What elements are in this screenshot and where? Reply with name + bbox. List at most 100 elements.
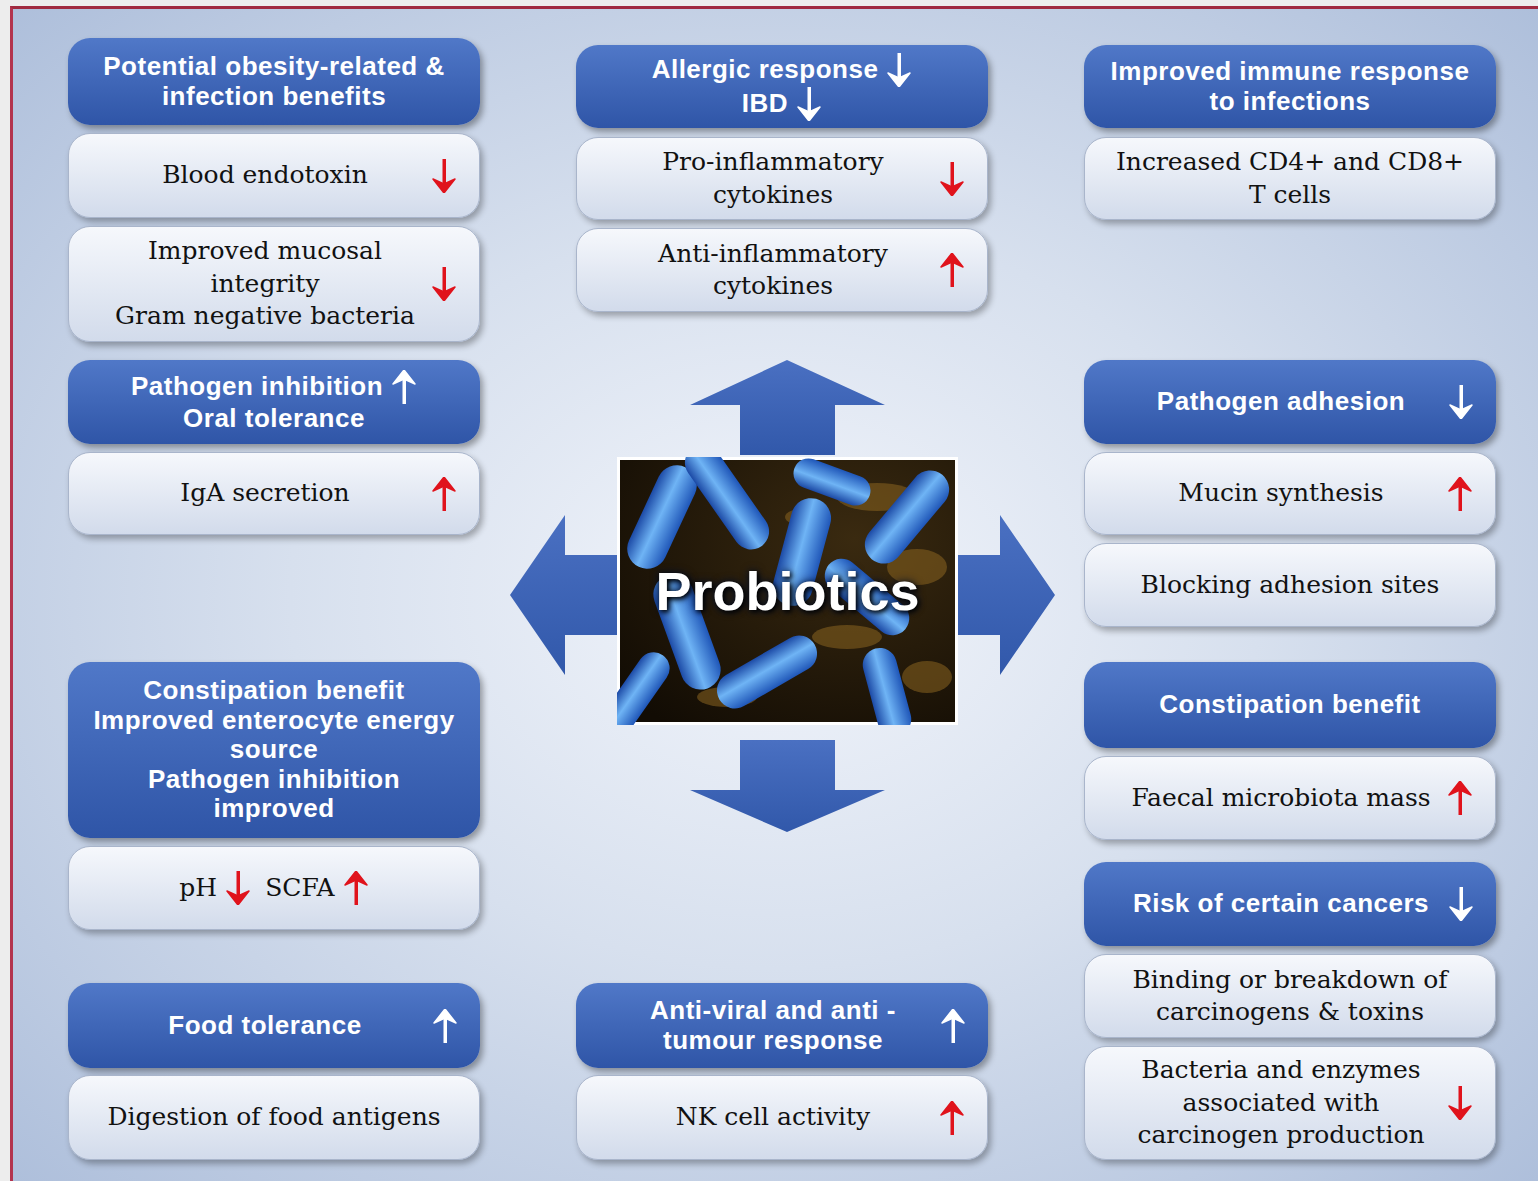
box-text: Anti-viral and anti -tumour response bbox=[616, 996, 930, 1055]
heading-box: Improved immune response to infections bbox=[1084, 45, 1496, 128]
text-group: Blocking adhesion sites bbox=[1105, 569, 1475, 602]
up-arrow bbox=[690, 360, 885, 455]
text-line: Faecal microbiota mass bbox=[1131, 782, 1430, 815]
box-text: Mucin synthesis bbox=[1178, 477, 1383, 510]
box-text: Pro-inflammatory cytokines bbox=[617, 146, 929, 211]
detail-box: Blocking adhesion sites bbox=[1084, 543, 1496, 627]
box-text: Binding or breakdown of carcinogens & to… bbox=[1105, 964, 1475, 1029]
text-group: Risk of certain cancers bbox=[1124, 889, 1438, 919]
text-group: Faecal microbiota mass bbox=[1125, 782, 1437, 815]
text-line: IgA secretion bbox=[180, 477, 349, 510]
box-text: IBD bbox=[742, 89, 788, 119]
text-group: pHSCFA bbox=[89, 871, 459, 905]
box-text: NK cell activity bbox=[676, 1101, 870, 1134]
up-arrow-symbol bbox=[939, 253, 965, 287]
text-group: Allergic responseIBD bbox=[596, 53, 968, 121]
text-group: Improved mucosal integrityGram negative … bbox=[109, 235, 421, 333]
down-arrow-symbol bbox=[796, 87, 822, 121]
text-group: Bacteria and enzymes associated with car… bbox=[1125, 1054, 1437, 1152]
detail-box: Increased CD4+ and CD8+ T cells bbox=[1084, 137, 1496, 220]
text-line: Improved mucosal integrity bbox=[109, 235, 421, 300]
text-group: Pathogen adhesion bbox=[1124, 387, 1438, 417]
text-line: Probiotics bbox=[655, 560, 919, 622]
down-arrow-symbol bbox=[939, 162, 965, 196]
up-arrow-symbol bbox=[1447, 781, 1473, 815]
heading-box: Anti-viral and anti -tumour response bbox=[576, 983, 988, 1068]
right-arrow bbox=[955, 515, 1055, 675]
text-group: Probiotics bbox=[620, 560, 955, 622]
heading-box: Pathogen adhesion bbox=[1084, 360, 1496, 444]
text-line: Blood endotoxin bbox=[162, 159, 368, 192]
text-group: Anti-viral and anti -tumour response bbox=[616, 996, 930, 1055]
text-line: Pathogen adhesion bbox=[1157, 387, 1405, 417]
text-group: Anti-inflammatory cytokines bbox=[617, 238, 929, 303]
box-text: pH bbox=[179, 872, 217, 905]
text-line: Constipation benefit bbox=[1159, 690, 1420, 720]
center-image-box: Probiotics bbox=[620, 460, 955, 722]
detail-box: NK cell activity bbox=[576, 1075, 988, 1160]
detail-box: Mucin synthesis bbox=[1084, 452, 1496, 535]
text-line: Increased CD4+ and CD8+ T cells bbox=[1105, 146, 1475, 211]
text-line: Pathogen inhibition improved bbox=[88, 765, 460, 824]
heading-box: Allergic responseIBD bbox=[576, 45, 988, 128]
up-arrow-symbol bbox=[940, 1009, 966, 1043]
box-text: Gram negative bacteria bbox=[115, 300, 415, 333]
text-line: pH bbox=[179, 871, 251, 905]
text-group: Digestion of food antigens bbox=[89, 1101, 459, 1134]
text-line: Improved enterocyte energy source bbox=[88, 706, 460, 765]
up-arrow-symbol bbox=[343, 871, 369, 905]
text-line: Gram negative bacteria bbox=[115, 300, 415, 333]
box-text: Pathogen inhibition improved bbox=[88, 765, 460, 824]
up-arrow-symbol bbox=[432, 1009, 458, 1043]
heading-box: Pathogen inhibitionOral tolerance bbox=[68, 360, 480, 444]
text-line: Food tolerance bbox=[168, 1011, 361, 1041]
text-line: Allergic response bbox=[652, 53, 913, 87]
text-group: Potential obesity-related & infection be… bbox=[88, 52, 460, 111]
left-arrow bbox=[510, 515, 620, 675]
detail-box: Binding or breakdown of carcinogens & to… bbox=[1084, 954, 1496, 1038]
box-text: Improved mucosal integrity bbox=[109, 235, 421, 300]
heading-box: Risk of certain cancers bbox=[1084, 862, 1496, 946]
box-text: Allergic response bbox=[652, 55, 879, 85]
up-arrow-symbol bbox=[431, 477, 457, 511]
heading-box: Constipation benefit bbox=[1084, 662, 1496, 748]
detail-box: Anti-inflammatory cytokines bbox=[576, 228, 988, 312]
center-title: Probiotics bbox=[655, 560, 919, 622]
text-line: Risk of certain cancers bbox=[1133, 889, 1429, 919]
box-text: Constipation benefit bbox=[143, 676, 404, 706]
detail-box: Digestion of food antigens bbox=[68, 1075, 480, 1160]
text-line: Binding or breakdown of carcinogens & to… bbox=[1105, 964, 1475, 1029]
box-text: Oral tolerance bbox=[183, 404, 365, 434]
text-group: IgA secretion bbox=[109, 477, 421, 510]
up-arrow-symbol bbox=[1447, 477, 1473, 511]
detail-box: Faecal microbiota mass bbox=[1084, 756, 1496, 840]
box-text: Anti-inflammatory cytokines bbox=[617, 238, 929, 303]
text-line: Anti-viral and anti -tumour response bbox=[616, 996, 930, 1055]
box-text: Bacteria and enzymes associated with car… bbox=[1125, 1054, 1437, 1152]
detail-box: Improved mucosal integrityGram negative … bbox=[68, 226, 480, 342]
down-arrow-symbol bbox=[431, 159, 457, 193]
box-text: Improved immune response to infections bbox=[1104, 57, 1476, 116]
heading-box: Potential obesity-related & infection be… bbox=[68, 38, 480, 125]
text-group: Food tolerance bbox=[108, 1011, 422, 1041]
box-text: Constipation benefit bbox=[1159, 690, 1420, 720]
down-arrow-symbol bbox=[1447, 1086, 1473, 1120]
detail-box: Pro-inflammatory cytokines bbox=[576, 137, 988, 220]
text-group: Pro-inflammatory cytokines bbox=[617, 146, 929, 211]
box-text: Potential obesity-related & infection be… bbox=[88, 52, 460, 111]
down-arrow-symbol bbox=[886, 53, 912, 87]
box-text: Blocking adhesion sites bbox=[1141, 569, 1440, 602]
box-text: Blood endotoxin bbox=[162, 159, 368, 192]
detail-box: IgA secretion bbox=[68, 452, 480, 535]
box-text: Food tolerance bbox=[168, 1011, 361, 1041]
heading-box: Food tolerance bbox=[68, 983, 480, 1068]
text-group: Increased CD4+ and CD8+ T cells bbox=[1105, 146, 1475, 211]
text-group: Binding or breakdown of carcinogens & to… bbox=[1105, 964, 1475, 1029]
text-line: Bacteria and enzymes associated with car… bbox=[1125, 1054, 1437, 1152]
box-text: Pathogen adhesion bbox=[1157, 387, 1405, 417]
down-arrow-symbol bbox=[1448, 385, 1474, 419]
box-text: Risk of certain cancers bbox=[1133, 889, 1429, 919]
text-line: Pathogen inhibition bbox=[131, 370, 417, 404]
detail-box: Blood endotoxin bbox=[68, 133, 480, 218]
